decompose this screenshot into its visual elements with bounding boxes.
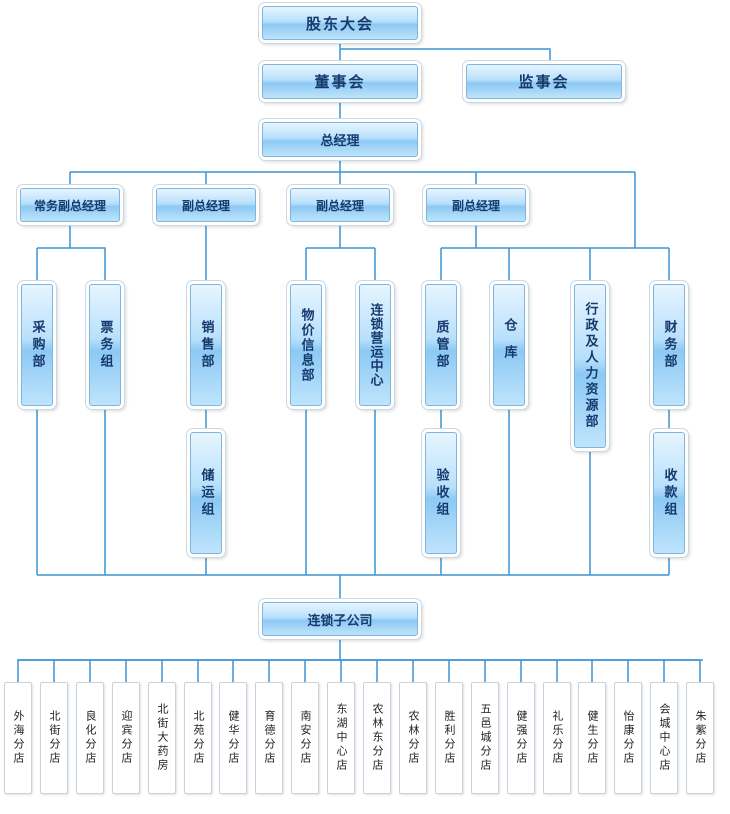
store-box[interactable]: 北街大药房: [148, 682, 176, 794]
store-name: 良化分店: [84, 710, 97, 766]
store-name: 五邑城分店: [479, 703, 492, 773]
store-box[interactable]: 健华分店: [219, 682, 247, 794]
deputy-gm-box[interactable]: 副总经理: [156, 188, 256, 222]
store-box[interactable]: 农林分店: [399, 682, 427, 794]
store-name: 外海分店: [12, 710, 25, 766]
store-box[interactable]: 五邑城分店: [471, 682, 499, 794]
store-name: 健华分店: [227, 710, 240, 766]
store-name: 南安分店: [299, 710, 312, 766]
store-box[interactable]: 迎宾分店: [112, 682, 140, 794]
store-name: 朱紫分店: [694, 710, 707, 766]
store-name: 健强分店: [515, 710, 528, 766]
cashier-group-box[interactable]: 收款组: [653, 432, 685, 554]
inspection-group-box[interactable]: 验收组: [425, 432, 457, 554]
ticketing-group-box[interactable]: 票务组: [89, 284, 121, 406]
store-box[interactable]: 礼乐分店: [543, 682, 571, 794]
store-name: 农林东分店: [371, 703, 384, 773]
store-connectors: [17, 659, 701, 682]
board-of-directors-box[interactable]: 董事会: [262, 64, 418, 99]
quality-department-box[interactable]: 质管部: [425, 284, 457, 406]
store-name: 农林分店: [407, 710, 420, 766]
store-name: 会城中心店: [658, 703, 671, 773]
store-box[interactable]: 北街分店: [40, 682, 68, 794]
store-name: 北苑分店: [192, 710, 205, 766]
store-name: 健生分店: [586, 710, 599, 766]
store-box[interactable]: 东湖中心店: [327, 682, 355, 794]
store-box[interactable]: 胜利分店: [435, 682, 463, 794]
general-manager-box[interactable]: 总经理: [262, 122, 418, 157]
store-name: 育德分店: [263, 710, 276, 766]
store-name: 礼乐分店: [551, 710, 564, 766]
store-box[interactable]: 朱紫分店: [686, 682, 714, 794]
store-box[interactable]: 健生分店: [578, 682, 606, 794]
store-box[interactable]: 农林东分店: [363, 682, 391, 794]
store-box[interactable]: 健强分店: [507, 682, 535, 794]
store-box[interactable]: 南安分店: [291, 682, 319, 794]
board-of-supervisors-box[interactable]: 监事会: [466, 64, 622, 99]
store-name: 北街大药房: [156, 703, 169, 773]
store-box[interactable]: 外海分店: [4, 682, 32, 794]
store-box[interactable]: 怡康分店: [614, 682, 642, 794]
store-box[interactable]: 北苑分店: [184, 682, 212, 794]
store-name: 东湖中心店: [335, 703, 348, 773]
purchasing-department-box[interactable]: 采购部: [21, 284, 53, 406]
chain-subsidiary-box[interactable]: 连锁子公司: [262, 602, 418, 636]
warehouse-box[interactable]: 仓库: [493, 284, 525, 406]
executive-deputy-gm-box[interactable]: 常务副总经理: [20, 188, 120, 222]
store-name: 怡康分店: [622, 710, 635, 766]
admin-hr-department-box[interactable]: 行政及人力资源部: [574, 284, 606, 448]
storage-transport-group-box[interactable]: 储运组: [190, 432, 222, 554]
deputy-gm-box[interactable]: 副总经理: [426, 188, 526, 222]
store-box[interactable]: 会城中心店: [650, 682, 678, 794]
deputy-gm-box[interactable]: 副总经理: [290, 188, 390, 222]
pricing-info-department-box[interactable]: 物价信息部: [290, 284, 322, 406]
shareholders-meeting-box[interactable]: 股东大会: [262, 6, 418, 40]
chain-operations-center-box[interactable]: 连锁营运中心: [359, 284, 391, 406]
store-name: 胜利分店: [443, 710, 456, 766]
finance-department-box[interactable]: 财务部: [653, 284, 685, 406]
store-box[interactable]: 良化分店: [76, 682, 104, 794]
sales-department-box[interactable]: 销售部: [190, 284, 222, 406]
store-box[interactable]: 育德分店: [255, 682, 283, 794]
store-name: 北街分店: [48, 710, 61, 766]
store-name: 迎宾分店: [120, 710, 133, 766]
